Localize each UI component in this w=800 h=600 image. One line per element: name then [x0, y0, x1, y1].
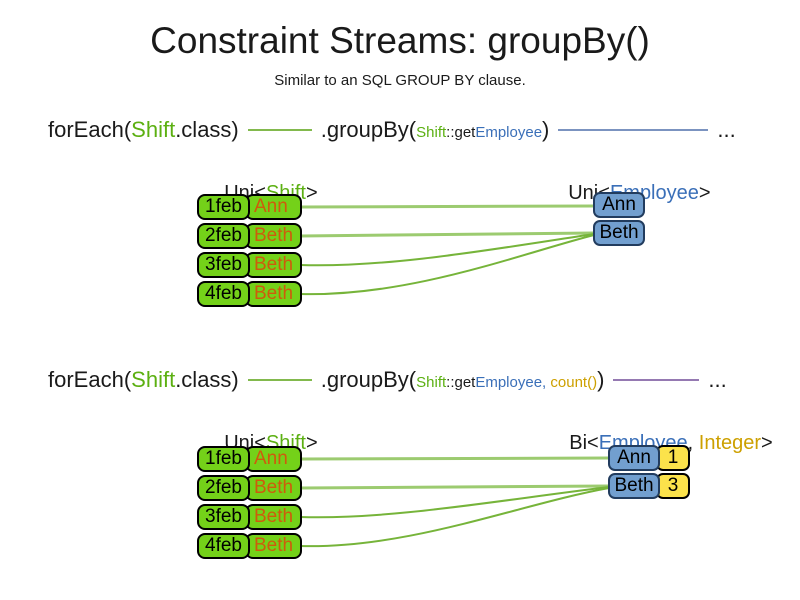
foreach-open: forEach(: [48, 117, 132, 142]
table-row: 3feb Beth: [197, 504, 302, 530]
shift-date: 3feb: [197, 504, 250, 530]
groupby-arg-count: count(): [546, 374, 598, 391]
shift-date: 2feb: [197, 223, 250, 249]
shift-employee: Beth: [245, 281, 302, 307]
result-boxes-2: Ann 1 Beth 3: [608, 445, 690, 501]
result-row: Beth: [593, 220, 645, 246]
result-boxes-1: Ann Beth: [593, 192, 645, 248]
stream-line-purple: [613, 379, 700, 381]
table-row: 3feb Beth: [197, 252, 302, 278]
connector2-4feb-beth: [299, 487, 610, 548]
shift-date: 3feb: [197, 252, 250, 278]
employee-box: Beth: [608, 473, 660, 499]
shift-employee: Ann: [245, 446, 302, 472]
foreach-open: forEach(: [48, 367, 132, 392]
connector2-3feb-beth: [299, 486, 610, 519]
shift-employee: Beth: [245, 223, 302, 249]
shift-employee: Ann: [245, 194, 302, 220]
ellipsis: ...: [717, 117, 736, 142]
label-post: >: [305, 432, 318, 454]
table-row: 1feb Ann: [197, 194, 302, 220]
groupby-close: ): [542, 117, 550, 142]
employee-box: Beth: [593, 220, 645, 246]
label-pre: Bi<: [569, 432, 599, 454]
groupby-arg-prop: Employee: [475, 374, 543, 391]
groupby-arg-class: Shift: [416, 374, 447, 391]
connector-1feb-ann: [299, 204, 595, 209]
shift-employee: Beth: [245, 533, 302, 559]
page-title: Constraint Streams: groupBy(): [150, 20, 650, 61]
stream-line-green: [247, 129, 312, 131]
table-row: 4feb Beth: [197, 533, 302, 559]
label-type2: Integer: [698, 432, 762, 454]
code-line-2: forEach(Shift.class) .groupBy(Shift::get…: [48, 367, 727, 393]
result-row: Ann 1: [608, 445, 690, 471]
shift-date: 1feb: [197, 194, 250, 220]
stream-line-blue: [558, 129, 709, 131]
table-row: 2feb Beth: [197, 475, 302, 501]
groupby-open: .groupBy(: [320, 117, 417, 142]
connector-2feb-beth: [299, 231, 595, 238]
shift-table-1: 1feb Ann 2feb Beth 3feb Beth 4feb Beth: [197, 194, 302, 310]
count-box: 3: [656, 473, 690, 499]
employee-box: Ann: [608, 445, 660, 471]
shift-employee: Beth: [245, 504, 302, 530]
employee-box: Ann: [593, 192, 645, 218]
table-row: 4feb Beth: [197, 281, 302, 307]
foreach-close: .class): [175, 117, 239, 142]
shift-date: 2feb: [197, 475, 250, 501]
connector-4feb-beth: [299, 234, 595, 296]
shift-date: 1feb: [197, 446, 250, 472]
groupby-arg-method: ::get: [446, 374, 476, 391]
groupby-arg-prop: Employee: [475, 124, 543, 141]
groupby-open: .groupBy(: [320, 367, 417, 392]
count-box: 1: [656, 445, 690, 471]
label-post: >: [761, 432, 773, 454]
label-post: >: [698, 182, 711, 204]
label-post: >: [305, 182, 318, 204]
groupby-arg-comma: ,: [542, 374, 547, 391]
shift-employee: Beth: [245, 252, 302, 278]
ellipsis: ...: [708, 367, 727, 392]
shift-table-2: 1feb Ann 2feb Beth 3feb Beth 4feb Beth: [197, 446, 302, 562]
groupby-arg-class: Shift: [416, 124, 447, 141]
page-subtitle: Similar to an SQL GROUP BY clause.: [274, 72, 526, 89]
shift-date: 4feb: [197, 281, 250, 307]
table-row: 1feb Ann: [197, 446, 302, 472]
result-row: Ann: [593, 192, 645, 218]
table-row: 2feb Beth: [197, 223, 302, 249]
result-row: Beth 3: [608, 473, 690, 499]
code-line-1: forEach(Shift.class) .groupBy(Shift::get…: [48, 117, 736, 143]
groupby-close: ): [597, 367, 605, 392]
stream-line-green: [247, 379, 312, 381]
foreach-class: Shift: [131, 367, 176, 392]
foreach-close: .class): [175, 367, 239, 392]
shift-date: 4feb: [197, 533, 250, 559]
label-sep: ,: [687, 432, 699, 454]
connector2-2feb-beth: [299, 484, 610, 490]
foreach-class: Shift: [131, 117, 176, 142]
connector2-1feb-ann: [299, 456, 610, 461]
groupby-arg-method: ::get: [446, 124, 476, 141]
shift-employee: Beth: [245, 475, 302, 501]
connector-3feb-beth: [299, 233, 595, 267]
